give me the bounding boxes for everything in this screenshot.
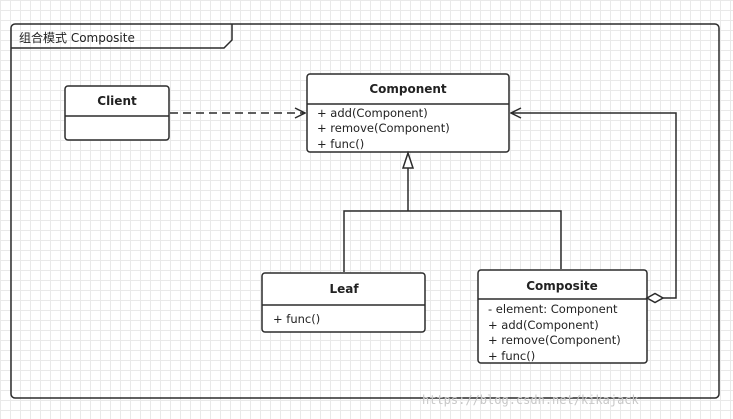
class-member: + func() [273,312,320,326]
class-composite[interactable]: Composite - element: Component + add(Com… [477,269,648,364]
frame-title: 组合模式 Composite [19,30,135,45]
class-client[interactable]: Client [64,85,170,141]
composite-pattern-frame: 组合模式 Composite [10,23,720,399]
class-name: Client [97,94,137,108]
generalization-arrow [343,150,562,272]
class-name: Component [369,82,447,96]
class-name: Composite [526,279,598,293]
aggregation-arrow [511,113,677,304]
class-member: + func() [488,349,535,363]
class-member: - element: Component [488,302,618,316]
class-member: + remove(Component) [317,121,450,135]
class-member: + add(Component) [488,318,599,332]
class-member: + add(Component) [317,106,428,120]
class-member: + func() [317,137,364,151]
class-leaf[interactable]: Leaf + func() [261,272,426,333]
class-member: + remove(Component) [488,333,621,347]
class-component[interactable]: Component + add(Component) + remove(Comp… [306,73,510,153]
watermark: https://blog.csdn.net/kikajack [422,393,640,407]
class-name: Leaf [329,282,359,296]
